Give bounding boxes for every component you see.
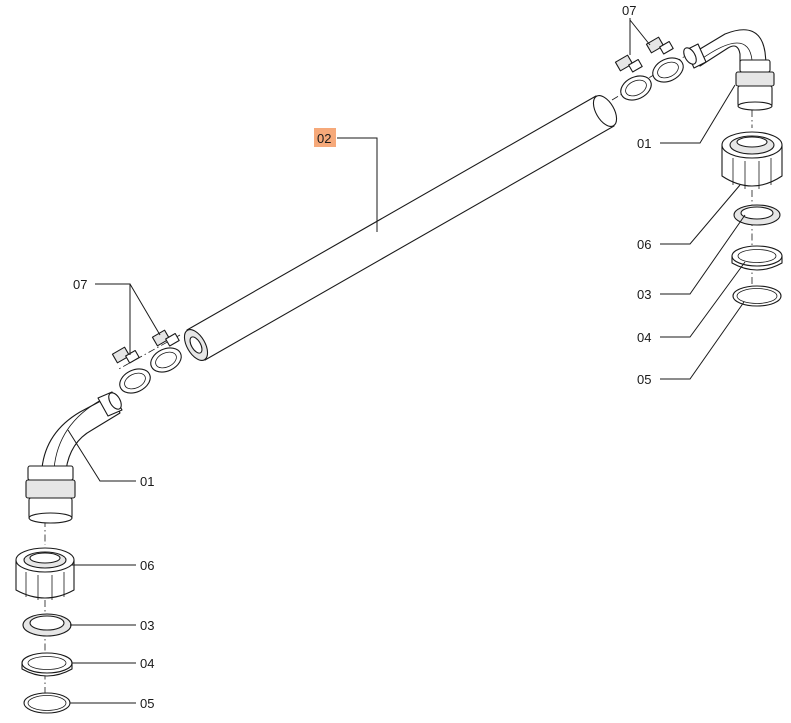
callout-04-right: 04: [637, 330, 651, 345]
elbow-fitting-left: [25, 391, 123, 524]
seal-ring-right: [733, 204, 781, 226]
hose-clamp-left-a: [150, 329, 182, 373]
o-ring-left: [23, 692, 71, 714]
hose-clamp-left-b: [111, 346, 151, 394]
callout-06-left: 06: [140, 558, 154, 573]
callout-01-right: 01: [637, 136, 651, 151]
callout-01-left: 01: [140, 474, 154, 489]
hose-clamp-right-b: [645, 36, 684, 83]
washer-left: [21, 652, 73, 677]
o-ring-right: [732, 285, 782, 307]
leader-lines: [67, 18, 746, 704]
callout-07-top: 07: [622, 3, 636, 18]
tube-part: [183, 95, 618, 361]
seal-ring-left: [22, 613, 72, 637]
callout-03-left: 03: [140, 618, 154, 633]
elbow-fitting-right: [683, 29, 775, 111]
washer-right: [731, 245, 783, 271]
callout-07-left: 07: [73, 277, 87, 292]
union-nut-right: [721, 131, 783, 189]
callout-02: 02: [317, 131, 331, 146]
callout-06-right: 06: [637, 237, 651, 252]
hose-clamp-right-a: [614, 54, 652, 101]
callout-04-left: 04: [140, 656, 154, 671]
union-nut-left: [15, 547, 75, 600]
callout-05-right: 05: [637, 372, 651, 387]
callout-02-highlight: [314, 128, 336, 147]
callout-03-right: 03: [637, 287, 651, 302]
callout-05-left: 05: [140, 696, 154, 711]
